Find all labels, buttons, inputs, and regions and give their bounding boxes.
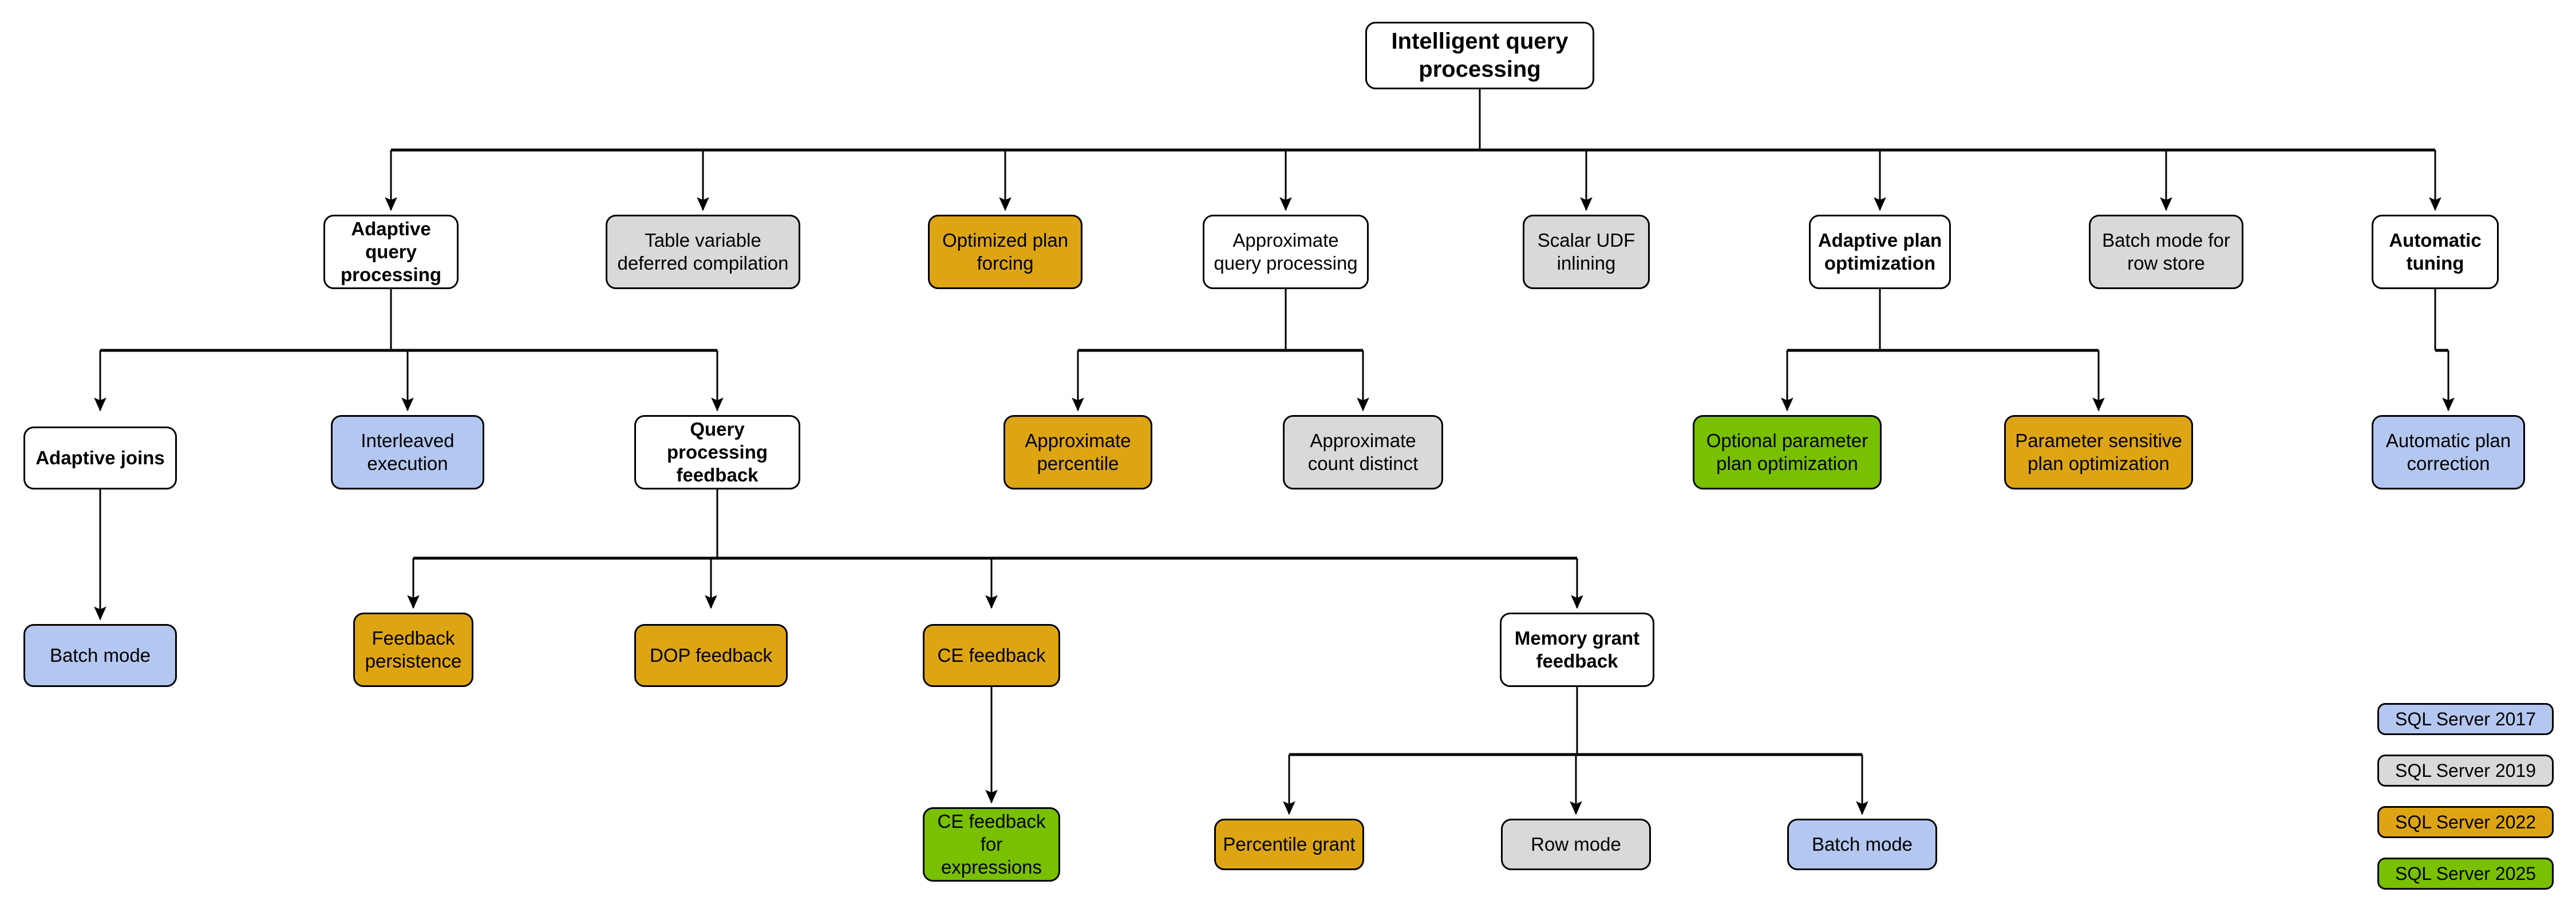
node-bm2: Batch mode <box>1787 819 1937 870</box>
legend-item-label: SQL Server 2017 <box>2395 708 2537 729</box>
node-label: Approximate count distinct <box>1307 429 1419 474</box>
node-fp: Feedback persistence <box>353 613 473 687</box>
node-opf: Optimized plan forcing <box>928 215 1082 289</box>
node-label: Approximate percentile <box>1025 429 1131 474</box>
node-label: Adaptive query processing <box>340 218 442 286</box>
node-label: DOP feedback <box>649 644 773 666</box>
node-label: CE feedback <box>937 644 1046 666</box>
node-label: Batch mode <box>1811 833 1913 855</box>
legend-item-sql-server-2019: SQL Server 2019 <box>2377 755 2554 787</box>
legend-item-sql-server-2025: SQL Server 2025 <box>2377 858 2554 890</box>
node-label: Approximate query processing <box>1214 229 1358 274</box>
node-label: Batch mode <box>49 644 151 666</box>
legend-item-sql-server-2017: SQL Server 2017 <box>2377 703 2554 735</box>
node-ce: CE feedback <box>923 624 1060 687</box>
node-root: Intelligent query processing <box>1365 22 1594 89</box>
node-tvdc: Table variable deferred compilation <box>606 215 800 289</box>
legend-item-label: SQL Server 2019 <box>2395 760 2537 781</box>
node-label: Row mode <box>1531 833 1621 855</box>
legend-item-sql-server-2022: SQL Server 2022 <box>2377 806 2554 838</box>
node-label: Automatic plan correction <box>2385 429 2511 474</box>
node-apo: Adaptive plan optimization <box>1809 215 1951 289</box>
node-label: Table variable deferred compilation <box>617 229 789 274</box>
node-label: Percentile grant <box>1223 833 1356 855</box>
node-aqp: Adaptive query processing <box>323 215 459 289</box>
node-label: Optional parameter plan optimization <box>1706 429 1868 474</box>
node-label: Memory grant feedback <box>1514 627 1640 672</box>
node-mgf: Memory grant feedback <box>1500 613 1654 687</box>
node-sudf: Scalar UDF inlining <box>1523 215 1650 289</box>
node-ie: Interleaved execution <box>331 415 484 489</box>
node-at: Automatic tuning <box>2372 215 2499 289</box>
legend-item-label: SQL Server 2025 <box>2395 863 2537 884</box>
node-apq: Approximate query processing <box>1203 215 1369 289</box>
node-bmrs: Batch mode for row store <box>2089 215 2243 289</box>
node-label: Interleaved execution <box>361 429 455 474</box>
node-pg: Percentile grant <box>1214 819 1364 870</box>
node-label: Optimized plan forcing <box>942 229 1069 274</box>
node-rm: Row mode <box>1501 819 1651 870</box>
node-apc: Automatic plan correction <box>2372 415 2525 489</box>
legend-item-label: SQL Server 2022 <box>2395 811 2537 832</box>
node-label: CE feedback for expressions <box>937 810 1046 878</box>
node-oppo: Optional parameter plan optimization <box>1693 415 1882 489</box>
node-label: Adaptive plan optimization <box>1818 229 1942 274</box>
node-label: Automatic tuning <box>2389 229 2482 274</box>
node-pspo: Parameter sensitive plan optimization <box>2004 415 2193 489</box>
node-label: Intelligent query processing <box>1391 29 1568 82</box>
node-label: Query processing feedback <box>666 418 768 486</box>
node-aj: Adaptive joins <box>23 427 177 489</box>
node-label: Batch mode for row store <box>2102 229 2230 274</box>
node-label: Scalar UDF inlining <box>1537 229 1635 274</box>
node-dop: DOP feedback <box>634 624 788 687</box>
node-bm1: Batch mode <box>23 624 177 687</box>
node-label: Adaptive joins <box>35 447 165 468</box>
node-qpf: Query processing feedback <box>634 415 800 489</box>
node-label: Feedback persistence <box>365 627 462 672</box>
node-cefe: CE feedback for expressions <box>923 807 1060 882</box>
node-ap: Approximate percentile <box>1003 415 1152 489</box>
node-acd: Approximate count distinct <box>1283 415 1443 489</box>
node-label: Parameter sensitive plan optimization <box>2015 429 2182 474</box>
